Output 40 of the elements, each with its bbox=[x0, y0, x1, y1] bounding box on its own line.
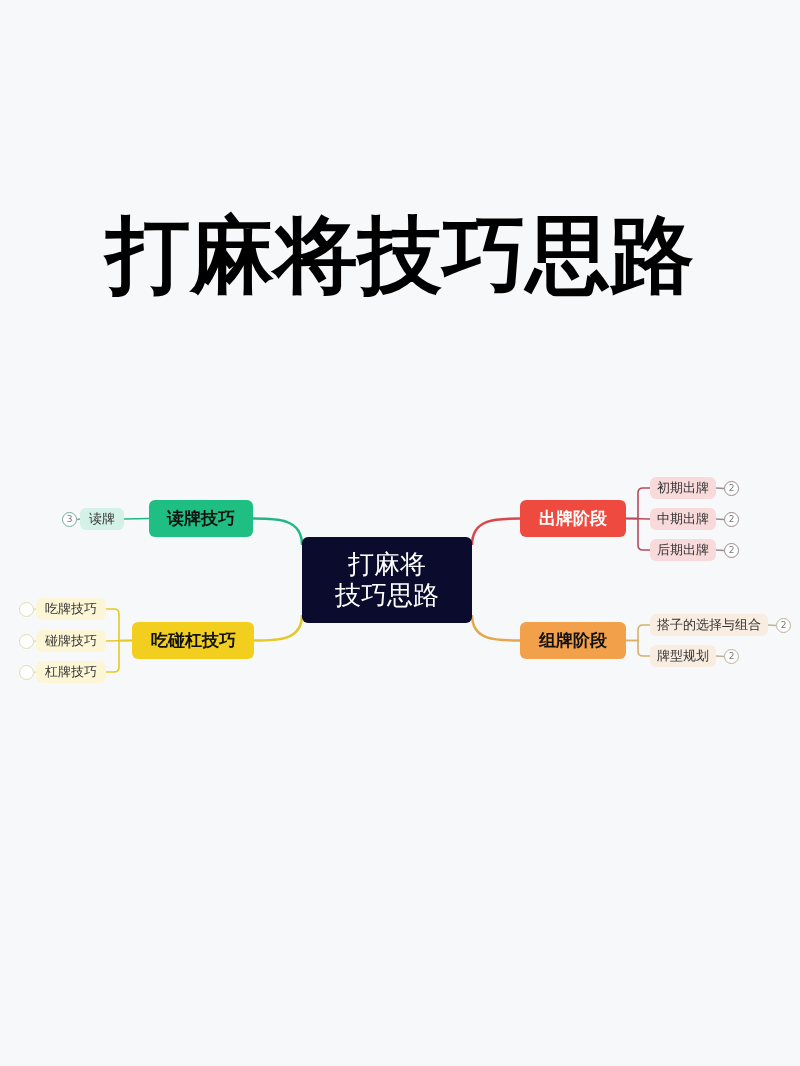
branch-box: 出牌阶段 bbox=[520, 500, 626, 537]
connector-line bbox=[253, 517, 304, 546]
number-circle: 2 bbox=[724, 649, 739, 664]
subtopic-box: 搭子的选择与组合 bbox=[650, 614, 768, 636]
central-topic-box: 打麻将技巧思路 bbox=[302, 537, 472, 623]
connector-line bbox=[470, 614, 520, 642]
branch-box: 组牌阶段 bbox=[520, 622, 626, 659]
branch-box: 吃碰杠技巧 bbox=[132, 622, 254, 659]
empty-circle bbox=[19, 634, 34, 649]
connector-line bbox=[254, 614, 304, 642]
connector-line bbox=[470, 517, 520, 546]
number-circle: 3 bbox=[62, 512, 77, 527]
connector-line bbox=[715, 487, 725, 490]
subtopic-box: 中期出牌 bbox=[650, 508, 716, 530]
connector-line bbox=[767, 624, 777, 627]
empty-circle bbox=[19, 602, 34, 617]
connector-line bbox=[76, 518, 81, 521]
subtopic-box: 杠牌技巧 bbox=[36, 661, 106, 683]
connector-line bbox=[625, 639, 651, 657]
connector-line bbox=[625, 517, 651, 551]
branch-box: 读牌技巧 bbox=[149, 500, 253, 537]
subtopic-box: 初期出牌 bbox=[650, 477, 716, 499]
number-circle: 2 bbox=[724, 543, 739, 558]
connector-line bbox=[33, 640, 37, 643]
subtopic-box: 后期出牌 bbox=[650, 539, 716, 561]
subtopic-box: 碰牌技巧 bbox=[36, 630, 106, 652]
connector-line bbox=[33, 608, 37, 611]
subtopic-box: 吃牌技巧 bbox=[36, 598, 106, 620]
title: 打麻将技巧思路 bbox=[0, 205, 800, 306]
number-circle: 2 bbox=[724, 481, 739, 496]
subtopic-box: 牌型规划 bbox=[650, 645, 716, 667]
connector-line bbox=[33, 671, 37, 674]
number-circle: 2 bbox=[724, 512, 739, 527]
connector-line bbox=[715, 655, 725, 658]
number-circle: 2 bbox=[776, 618, 791, 633]
connector-line bbox=[123, 517, 150, 520]
subtopic-box: 读牌 bbox=[80, 508, 124, 530]
connector-line bbox=[715, 518, 725, 521]
connector-line bbox=[715, 549, 725, 552]
empty-circle bbox=[19, 665, 34, 680]
